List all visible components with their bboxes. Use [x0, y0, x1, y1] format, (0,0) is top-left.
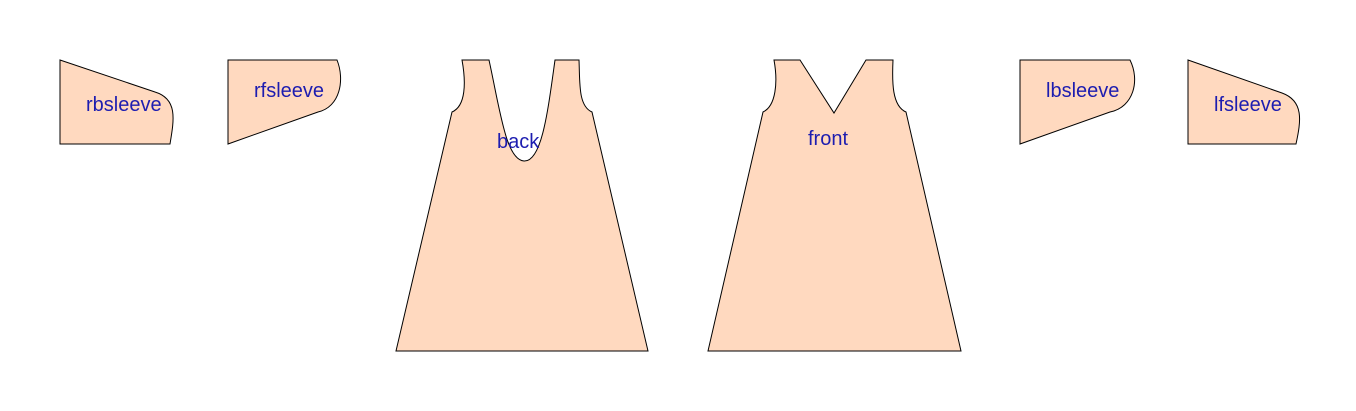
- piece-lbsleeve[interactable]: lbsleeve: [1019, 59, 1136, 145]
- lfsleeve-label: lfsleeve: [1214, 94, 1282, 116]
- rbsleeve-outline: [59, 59, 174, 145]
- rfsleeve-label: rfsleeve: [254, 80, 324, 102]
- lbsleeve-outline: [1019, 59, 1136, 145]
- piece-lfsleeve[interactable]: lfsleeve: [1187, 59, 1300, 145]
- lbsleeve-label: lbsleeve: [1046, 80, 1119, 102]
- front-label: front: [808, 128, 848, 150]
- rfsleeve-outline: [227, 59, 342, 145]
- piece-rbsleeve[interactable]: rbsleeve: [59, 59, 174, 145]
- back-label: back: [497, 131, 540, 153]
- piece-back[interactable]: back: [395, 59, 649, 352]
- rbsleeve-label: rbsleeve: [86, 94, 162, 116]
- piece-rfsleeve[interactable]: rfsleeve: [227, 59, 342, 145]
- back-outline: [395, 59, 649, 352]
- lfsleeve-outline: [1187, 59, 1300, 145]
- front-outline: [707, 59, 962, 352]
- piece-front[interactable]: front: [707, 59, 962, 352]
